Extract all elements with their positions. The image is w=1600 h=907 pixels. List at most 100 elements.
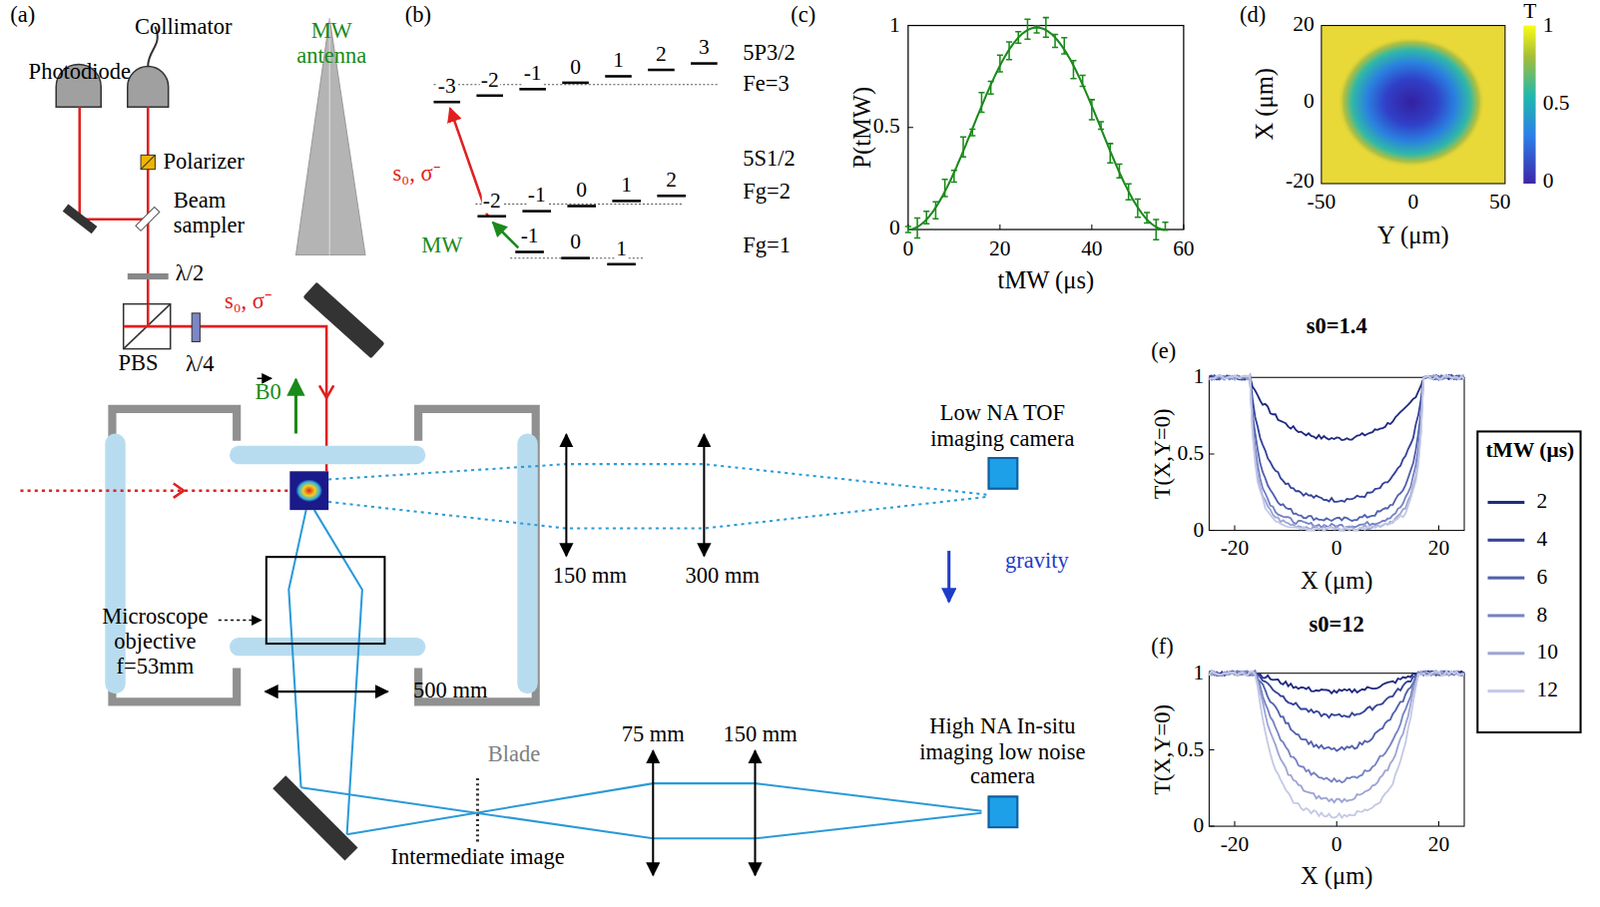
vacuum-chamber-part [301, 783, 983, 839]
error-bar [942, 179, 949, 197]
level-bar [560, 256, 590, 260]
error-bar [1143, 212, 1150, 224]
optics-table-part [127, 65, 169, 107]
panel-letter: (f) [1150, 634, 1173, 660]
error-bar [951, 170, 958, 183]
legend-line [1488, 613, 1526, 617]
optics-table-part [319, 385, 334, 398]
fit-curve [908, 27, 1166, 230]
annotation-label: MW [421, 232, 463, 258]
profile-curve [1208, 375, 1465, 441]
optics-table-part [140, 154, 155, 169]
annotation-label: -20 [1220, 832, 1250, 857]
annotation-label: P(tMW) [848, 86, 876, 169]
absorption-image-part [1337, 36, 1485, 168]
zeeman-level: -1 [520, 224, 540, 249]
legend-text: 6 [1537, 564, 1549, 589]
error-bar [969, 128, 976, 136]
optics-table-part [302, 282, 385, 360]
annotation-label: 75 mm [621, 722, 685, 748]
annotation-label: λ/2 [175, 261, 204, 287]
level-bar [476, 94, 504, 98]
level-diagram-part [433, 84, 719, 259]
level-bar [522, 209, 551, 213]
panel-letter: (b) [405, 2, 432, 28]
annotation-label: X (μm) [1251, 67, 1279, 140]
annotation-label: PBS [118, 351, 159, 377]
level-bar [566, 204, 596, 208]
profile-plots-part [1208, 377, 1465, 531]
annotation-label: 20 [1428, 536, 1450, 561]
optics-table-part [62, 203, 98, 234]
annotation-label: 300 mm [685, 562, 760, 588]
profile-curve [1208, 671, 1465, 719]
annotation-label: s0=12 [1309, 611, 1365, 637]
profile-plots-part [1208, 377, 1439, 827]
vacuum-chamber-part [218, 619, 262, 622]
annotation-label: Photodiode [28, 58, 131, 84]
error-bar [960, 136, 967, 157]
error-bar [1161, 222, 1168, 231]
profile-curve [1208, 670, 1465, 818]
annotation-label: s0=1.4 [1306, 314, 1368, 340]
annotation-label: Collimator [134, 13, 232, 39]
annotation-label: Blade [488, 741, 540, 767]
annotation-label: Intermediate image [391, 844, 565, 870]
annotation-label: -20 [1220, 536, 1250, 561]
level-bar [656, 194, 686, 198]
legend-text: 4 [1537, 528, 1549, 552]
annotation-label: Fg=2 [742, 179, 791, 205]
vacuum-chamber-part [753, 750, 756, 876]
vacuum-chamber-part [19, 489, 290, 493]
annotation-label: 0 [889, 216, 901, 241]
legend-text: 10 [1537, 640, 1559, 665]
vacuum-chamber-part [517, 433, 537, 694]
level-bar [433, 100, 461, 104]
vacuum-chamber-part [564, 434, 567, 556]
optics-table-part [146, 304, 150, 327]
annotation-label: 0 [1408, 189, 1420, 214]
error-bar [1061, 37, 1067, 54]
error-bar [997, 54, 1004, 72]
zeeman-level: 1 [619, 173, 633, 198]
annotation-label: s₀, σ⁻ [224, 288, 272, 314]
annotation-label: 0.5 [1176, 442, 1204, 467]
camera: High NA In-situ imaging low noise camera [898, 714, 1108, 829]
profile-curve [1208, 670, 1465, 751]
vacuum-chamber-part [476, 778, 480, 845]
vacuum-chamber-part [294, 379, 298, 434]
optics-table-part [191, 313, 200, 343]
absorption-image-part [1321, 25, 1506, 184]
annotation-label: λ/4 [185, 352, 214, 378]
legend-text: 8 [1537, 602, 1549, 627]
annotation-label: 5S1/2 [742, 145, 796, 171]
zeeman-level: -2 [482, 188, 503, 213]
error-bar [1106, 143, 1113, 163]
panel-letter: (a) [9, 2, 35, 28]
legend-line [1488, 501, 1526, 505]
annotation-label: B0 [255, 379, 282, 405]
error-bar [1024, 18, 1031, 39]
optics-table-part [140, 154, 155, 169]
annotation-label: X (μm) [1300, 566, 1373, 594]
level-bar [519, 87, 546, 91]
optics-table-part [123, 304, 171, 350]
error-bar [1069, 60, 1076, 79]
level-bar [561, 81, 589, 85]
zeeman-level: 0 [568, 230, 582, 255]
vacuum-chamber-part [173, 484, 184, 499]
annotation-label: 5P3/2 [742, 40, 796, 66]
legend-line [1488, 689, 1526, 693]
annotation-label: 50 [1489, 189, 1511, 214]
profile-plots-part [1477, 431, 1581, 733]
annotation-label: 0 [902, 236, 914, 261]
optics-table-part [135, 207, 160, 232]
annotation-label: 0 [1331, 536, 1343, 561]
annotation-label: 1 [1193, 660, 1205, 685]
profile-plots [1208, 375, 1581, 827]
annotation-label: 500 mm [413, 678, 488, 704]
error-bar [1125, 183, 1132, 200]
vacuum-chamber-part [229, 637, 426, 656]
level-bar [611, 199, 641, 203]
